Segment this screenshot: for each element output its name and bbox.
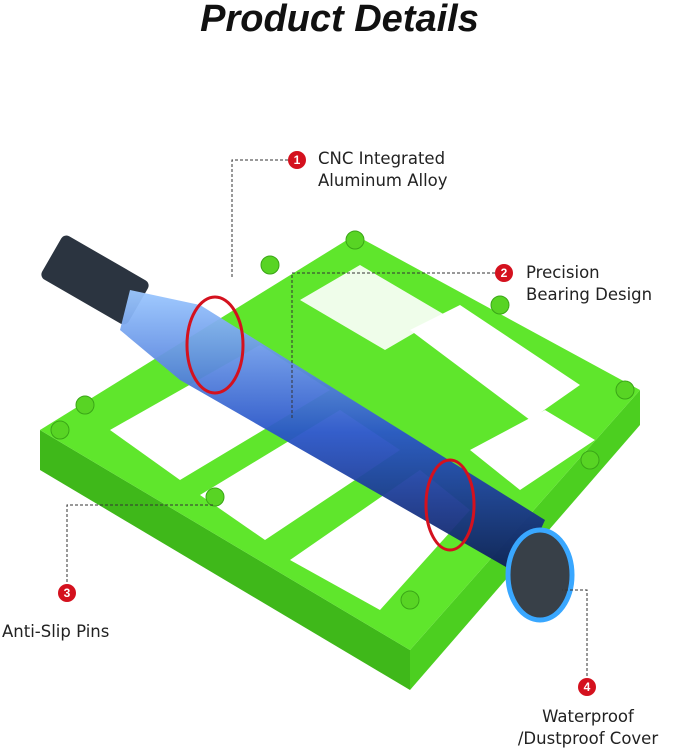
bearing-ring [185, 295, 245, 395]
bearing-ring [424, 458, 476, 552]
callout-3-badge: 3 [58, 584, 76, 602]
axle [120, 290, 545, 575]
callout-line: CNC Integrated [318, 149, 446, 168]
callout-line: Precision [526, 263, 600, 282]
callout-line: Aluminum Alloy [318, 171, 448, 190]
callout-4-badge: 4 [578, 678, 596, 696]
callout-1-badge: 1 [288, 151, 306, 169]
pedal-body-side [40, 430, 410, 690]
axle-thread [41, 235, 149, 325]
callout-1-label: CNC Integrated Aluminum Alloy [318, 148, 448, 192]
callout-2-badge: 2 [495, 264, 513, 282]
callout-4-label: Waterproof /Dustproof Cover [504, 706, 672, 750]
page-title: Product Details [200, 0, 479, 40]
dust-cover [505, 527, 575, 623]
callout-3-label: Anti-Slip Pins [2, 622, 110, 641]
callout-2-label: Precision Bearing Design [526, 262, 652, 306]
anti-slip-pins [50, 230, 635, 610]
leader-lines [66, 159, 588, 676]
callout-line: /Dustproof Cover [517, 729, 659, 748]
callout-line: Bearing Design [526, 285, 653, 304]
callout-line: Waterproof [542, 707, 634, 726]
